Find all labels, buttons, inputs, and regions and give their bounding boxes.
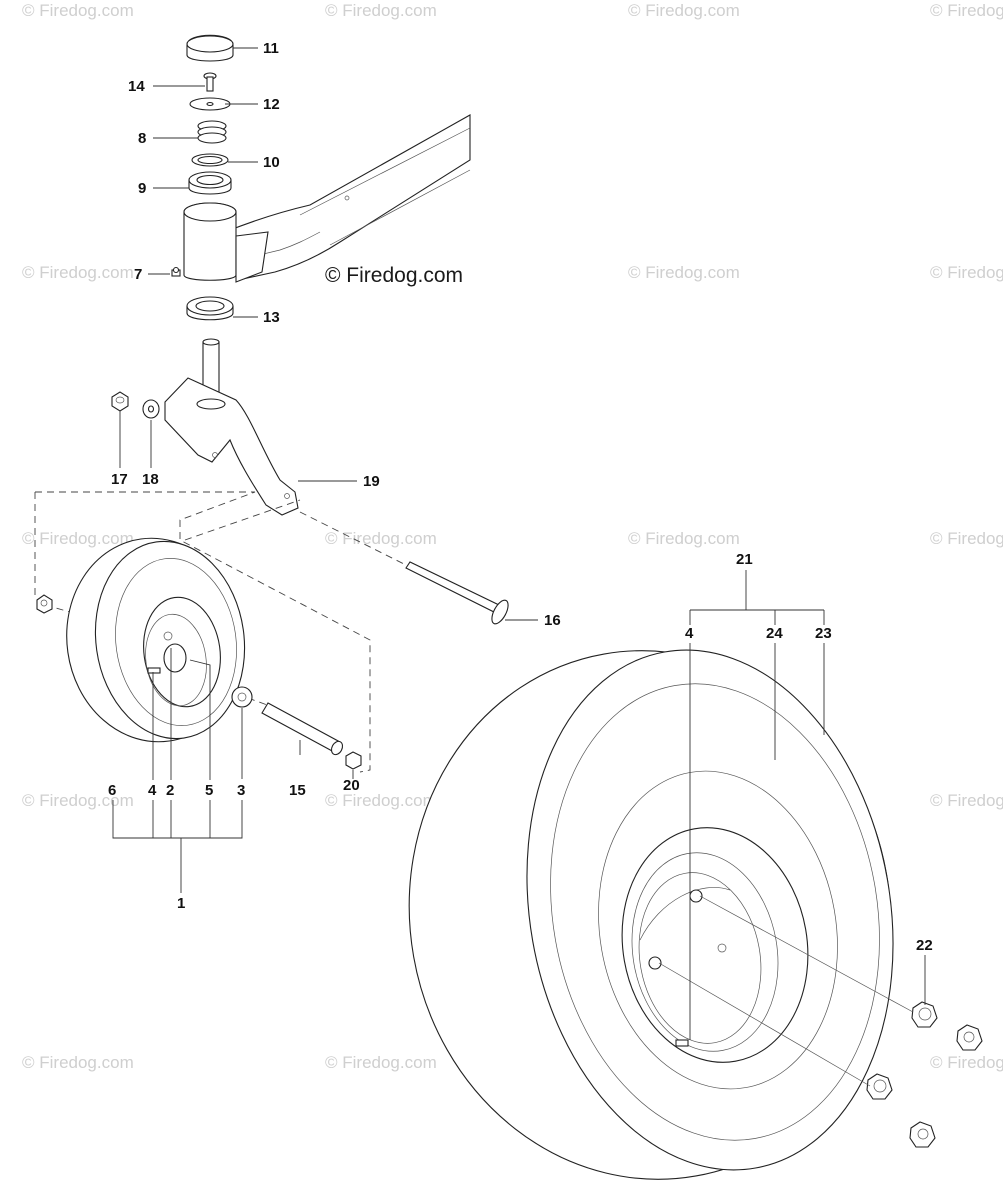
nut-left-drawing bbox=[36, 594, 53, 614]
leader-lines bbox=[112, 47, 926, 1040]
watermark-tile: © Firedog.com bbox=[325, 529, 437, 548]
callout-10: 10 bbox=[263, 154, 280, 171]
watermark-main: © Firedog.com bbox=[325, 264, 463, 287]
callout-24: 24 bbox=[766, 625, 783, 642]
callout-12: 12 bbox=[263, 96, 280, 113]
spring-drawing bbox=[197, 120, 227, 144]
caster-fork-drawing bbox=[164, 338, 299, 516]
callout-17: 17 bbox=[111, 471, 128, 488]
callout-labels: 11 14 12 8 10 9 7 13 17 18 19 16 6 4 2 5… bbox=[108, 40, 933, 954]
washer-12-drawing bbox=[189, 97, 231, 111]
watermark-tile: © Firedog.com bbox=[930, 1053, 1003, 1072]
watermark-tile: © Firedog.com bbox=[22, 1, 134, 20]
callout-9: 9 bbox=[138, 180, 146, 197]
callout-18: 18 bbox=[142, 471, 159, 488]
watermark-tile: © Firedog.com bbox=[22, 1053, 134, 1072]
watermark-tile: © Firedog.com bbox=[325, 1, 437, 20]
watermark-tile: © Firedog.com bbox=[628, 1, 740, 20]
watermark-tile: © Firedog.com bbox=[22, 263, 134, 282]
callout-13: 13 bbox=[263, 309, 280, 326]
bearing-9-drawing bbox=[188, 171, 232, 195]
callout-2: 2 bbox=[166, 782, 174, 799]
watermark-tile: © Firedog.com bbox=[22, 791, 134, 810]
spacer-tube-drawing bbox=[261, 702, 344, 756]
callout-16: 16 bbox=[544, 612, 561, 629]
caster-wheel-drawing bbox=[66, 537, 246, 743]
watermark-tile: © Firedog.com bbox=[930, 263, 1003, 282]
callout-11: 11 bbox=[263, 40, 279, 57]
dust-cap-drawing bbox=[186, 34, 234, 62]
lug-nut-lines bbox=[658, 895, 914, 1087]
seal-drawing bbox=[191, 153, 229, 167]
callout-15: 15 bbox=[289, 782, 306, 799]
watermark-tile: © Firedog.com bbox=[325, 1053, 437, 1072]
washer-18-drawing bbox=[142, 399, 160, 419]
callout-14: 14 bbox=[128, 78, 145, 95]
watermark-tile: © Firedog.com bbox=[930, 529, 1003, 548]
watermark-tile: © Firedog.com bbox=[930, 1, 1003, 20]
watermark-tile: © Firedog.com bbox=[628, 529, 740, 548]
callout-6: 6 bbox=[108, 782, 116, 799]
watermark-tile: © Firedog.com bbox=[628, 263, 740, 282]
callout-23: 23 bbox=[815, 625, 832, 642]
callout-20: 20 bbox=[343, 777, 360, 794]
bolt-drawing bbox=[203, 72, 217, 92]
drive-wheel-drawing bbox=[408, 649, 894, 1180]
callout-19: 19 bbox=[363, 473, 380, 490]
frame-arm-drawing bbox=[183, 114, 471, 283]
nut-17-drawing bbox=[111, 391, 129, 412]
watermark-tile: © Firedog.com bbox=[22, 529, 134, 548]
axle-bolt-drawing bbox=[405, 561, 509, 625]
callout-8: 8 bbox=[138, 130, 146, 147]
callout-3: 3 bbox=[237, 782, 245, 799]
watermark-tile: © Firedog.com bbox=[325, 791, 437, 810]
callout-7: 7 bbox=[134, 266, 142, 283]
callout-4-drive: 4 bbox=[685, 625, 694, 642]
callout-4: 4 bbox=[148, 782, 157, 799]
callout-21: 21 bbox=[736, 551, 753, 568]
bearing-13-drawing bbox=[186, 296, 234, 321]
watermark-tile: © Firedog.com bbox=[930, 791, 1003, 810]
grease-fitting-drawing bbox=[171, 266, 181, 277]
callout-5: 5 bbox=[205, 782, 213, 799]
nut-20-drawing bbox=[345, 751, 362, 770]
callout-1: 1 bbox=[177, 895, 185, 912]
spacer-3-drawing bbox=[231, 686, 253, 708]
lug-nuts-drawing bbox=[866, 1001, 983, 1148]
callout-22: 22 bbox=[916, 937, 933, 954]
